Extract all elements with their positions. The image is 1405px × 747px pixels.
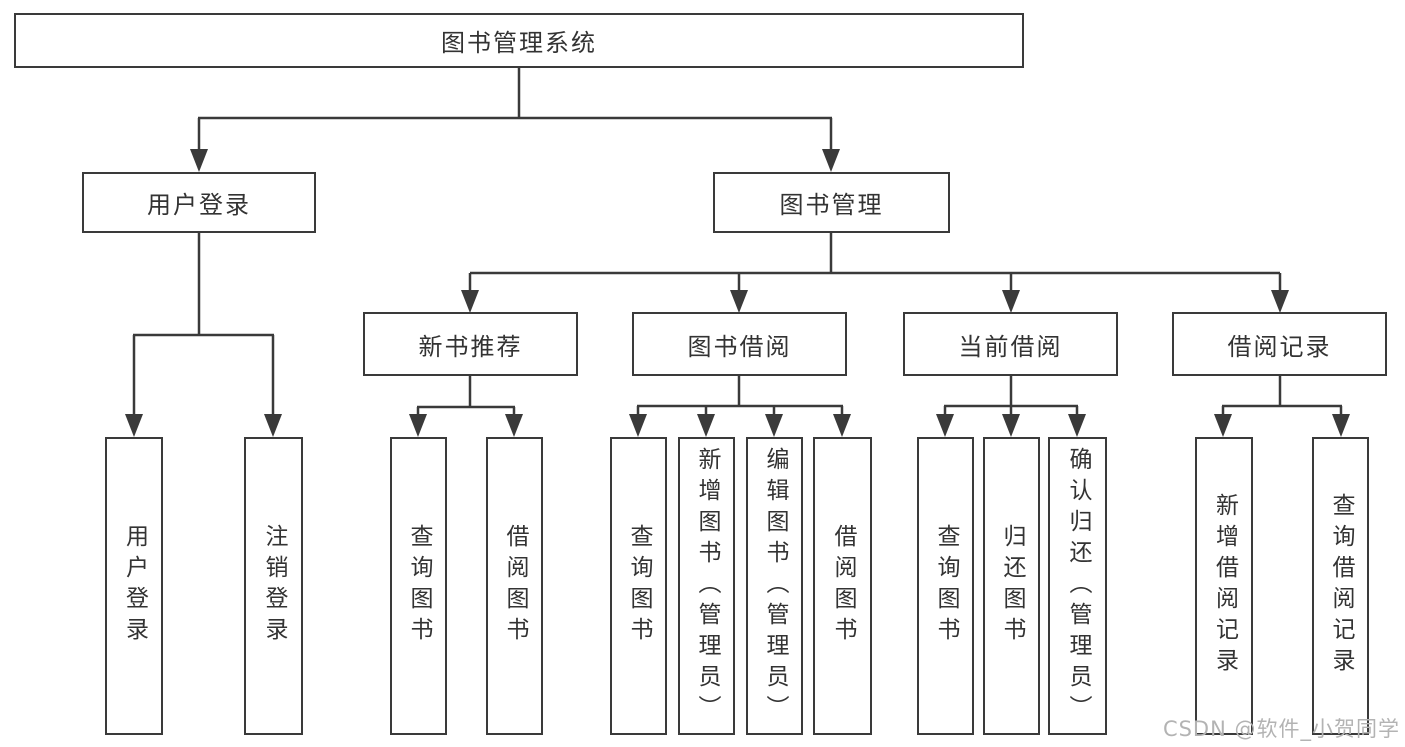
node-current-borrowing: 当前借阅 [903,312,1118,376]
leaf-user-login: 用户登录 [105,437,163,735]
connector-records-to-leaves [1214,376,1350,437]
leaf-query-borrow-record: 查询借阅记录 [1312,437,1369,735]
node-book-borrowing: 图书借阅 [632,312,847,376]
connector-current-to-leaves [936,376,1086,437]
leaf-borrow-books-recommend: 借阅图书 [486,437,543,735]
leaf-query-books-current: 查询图书 [917,437,974,735]
connector-recommend-to-leaves [409,376,523,437]
leaf-borrow-books: 借阅图书 [813,437,872,735]
leaf-edit-books-admin: 编辑图书（管理员） [746,437,803,735]
connector-user-login-to-leaves [125,233,282,437]
watermark: CSDN @软件_小贺同学 [1162,717,1400,741]
leaf-query-books-recommend: 查询图书 [390,437,447,735]
leaf-add-books-admin: 新增图书（管理员） [678,437,735,735]
leaf-logout: 注销登录 [244,437,303,735]
leaf-add-borrow-record: 新增借阅记录 [1195,437,1253,735]
leaf-return-books: 归还图书 [983,437,1040,735]
node-user-login: 用户登录 [82,172,316,233]
node-borrowing-records: 借阅记录 [1172,312,1387,376]
node-new-book-recommendation: 新书推荐 [363,312,578,376]
leaf-confirm-return-admin: 确认归还（管理员） [1048,437,1107,735]
leaf-query-books-borrow: 查询图书 [610,437,667,735]
connector-borrow-to-leaves [629,376,851,437]
node-library-management-system: 图书管理系统 [14,13,1024,68]
node-book-management: 图书管理 [713,172,950,233]
connector-book-management-to-level2 [461,233,1289,313]
connector-root-to-level1 [190,68,840,172]
